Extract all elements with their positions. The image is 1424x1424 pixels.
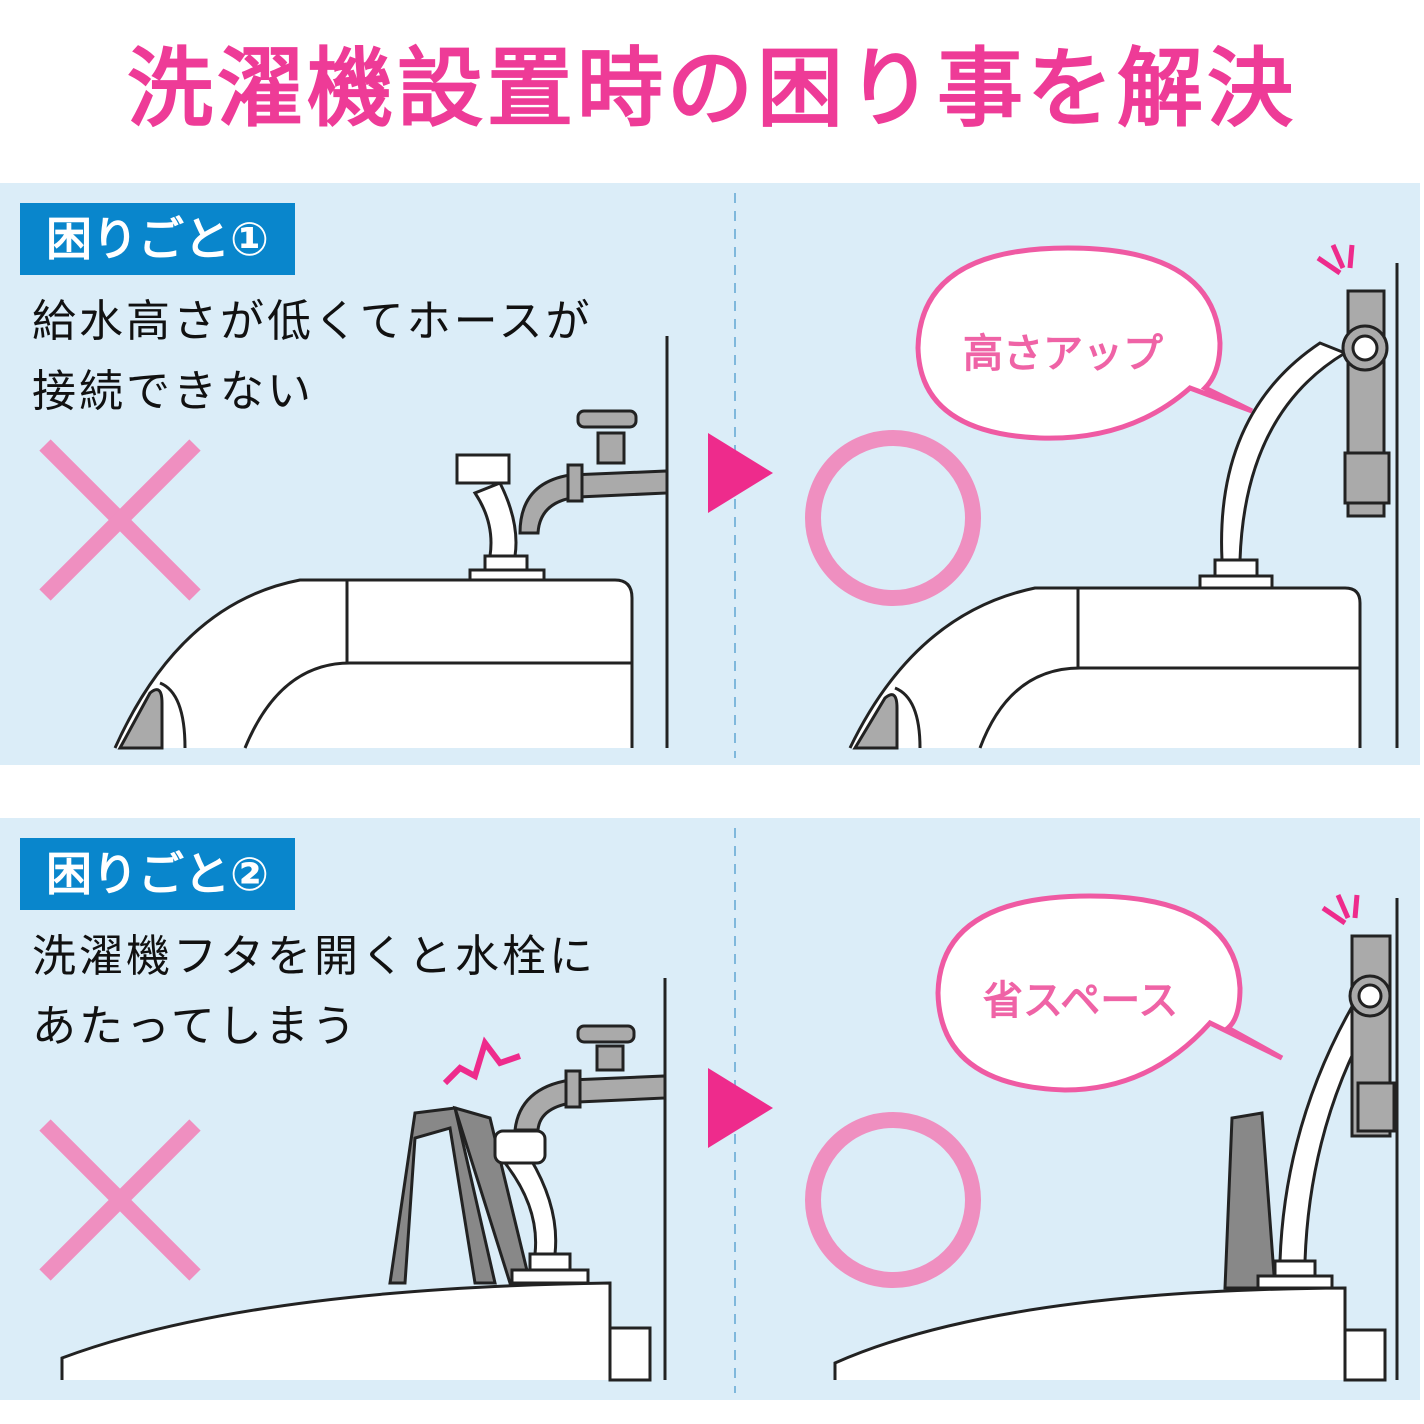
description-line: 洗濯機フタを開くと水栓に — [32, 931, 596, 982]
illustration-2 — [39, 828, 1399, 1393]
description-line: 接続できない — [32, 366, 314, 417]
problem-description: 給水高さが低くてホースが 接続できない — [32, 287, 592, 427]
speech-bubble — [915, 245, 1254, 441]
description-line: あたってしまう — [32, 1001, 359, 1052]
problem-panel-2: 困りごと② 洗濯機フタを開くと水栓に あたってしまう 省スペース — [0, 818, 1420, 1400]
page-title: 洗濯機設置時の困り事を解決 — [127, 39, 1297, 139]
arrow-right-icon — [708, 1068, 773, 1148]
bubble-text: 高さアップ — [963, 331, 1163, 377]
speech-bubble — [935, 893, 1284, 1093]
washing-machine-after — [833, 894, 1399, 1382]
problem-label: 困りごと② — [20, 838, 295, 910]
cross-mark-icon — [39, 439, 201, 601]
problem-label: 困りごと① — [20, 203, 295, 275]
washing-machine-after — [848, 244, 1399, 750]
circle-mark-icon — [805, 1112, 981, 1288]
illustration-1 — [39, 193, 1399, 758]
description-line: 給水高さが低くてホースが — [32, 296, 593, 347]
problem-panel-1: 困りごと① 給水高さが低くてホースが 接続できない 高さアップ — [0, 183, 1420, 765]
washing-machine-before — [113, 336, 669, 750]
circle-mark-icon — [805, 430, 981, 606]
washing-machine-before — [60, 978, 667, 1382]
cross-mark-icon — [39, 1119, 201, 1281]
problem-description: 洗濯機フタを開くと水栓に あたってしまう — [32, 922, 596, 1062]
bubble-text: 省スペース — [983, 978, 1179, 1024]
arrow-right-icon — [708, 433, 773, 513]
